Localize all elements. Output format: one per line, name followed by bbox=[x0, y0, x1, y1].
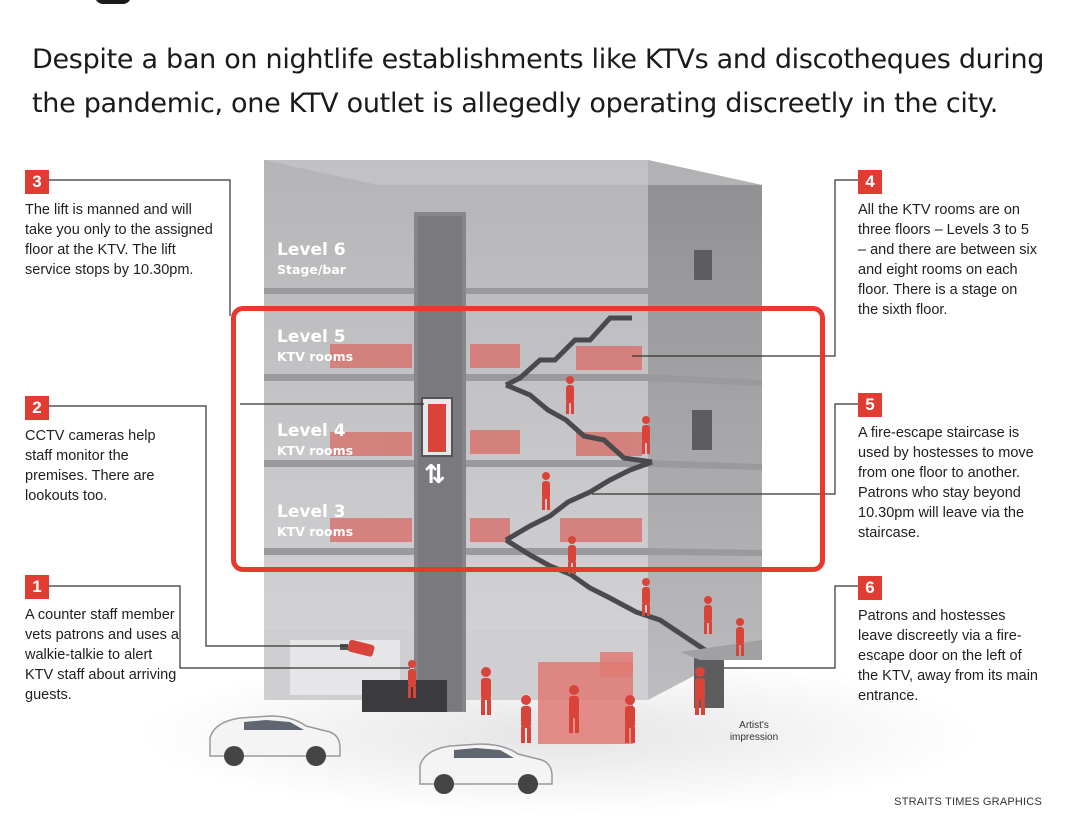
highlight-box-ktv-levels bbox=[231, 306, 825, 572]
callout-5-text: A fire-escape staircase is used by hoste… bbox=[858, 425, 1034, 541]
callout-6-number: 6 bbox=[858, 576, 882, 600]
callout-1-number: 1 bbox=[25, 575, 49, 599]
level-5-label: Level 5 KTV rooms bbox=[277, 327, 353, 367]
callout-2: 2 CCTV cameras help staff monitor the pr… bbox=[25, 396, 180, 506]
level-3-label: Level 3 KTV rooms bbox=[277, 502, 353, 542]
intro-text: Despite a ban on nightlife establishment… bbox=[32, 44, 1045, 119]
level-5-sub: KTV rooms bbox=[277, 349, 354, 364]
callout-1-text: A counter staff member vets patrons and … bbox=[25, 607, 179, 703]
callout-3-number: 3 bbox=[25, 170, 49, 194]
graphics-credit: STRAITS TIMES GRAPHICS bbox=[894, 796, 1042, 808]
callout-2-text: CCTV cameras help staff monitor the prem… bbox=[25, 428, 156, 504]
person-figure-icon bbox=[408, 376, 744, 743]
level-3-name: Level 3 bbox=[277, 502, 346, 522]
callout-5: 5 A fire-escape staircase is used by hos… bbox=[858, 393, 1048, 543]
level-6-label: Level 6 Stage/bar bbox=[277, 240, 346, 280]
level-4-name: Level 4 bbox=[277, 421, 346, 441]
callout-6-text: Patrons and hostesses leave discreetly v… bbox=[858, 608, 1038, 704]
car-icon bbox=[419, 743, 553, 794]
callout-3: 3 The lift is manned and will take you o… bbox=[25, 170, 215, 280]
level-5-name: Level 5 bbox=[277, 327, 346, 347]
callout-1: 1 A counter staff member vets patrons an… bbox=[25, 575, 180, 705]
lift-arrows-icon: ⇅ bbox=[424, 460, 446, 490]
callout-4: 4 All the KTV rooms are on three floors … bbox=[858, 170, 1038, 320]
callout-4-text: All the KTV rooms are on three floors – … bbox=[858, 202, 1037, 318]
level-3-sub: KTV rooms bbox=[277, 524, 354, 539]
level-6-sub: Stage/bar bbox=[277, 262, 346, 277]
callout-2-number: 2 bbox=[25, 396, 49, 420]
callout-4-number: 4 bbox=[858, 170, 882, 194]
level-4-label: Level 4 KTV rooms bbox=[277, 421, 353, 461]
level-4-sub: KTV rooms bbox=[277, 443, 354, 458]
artist-impression-note: Artist's impression bbox=[729, 720, 779, 743]
cctv-camera-icon bbox=[340, 639, 375, 657]
callout-5-number: 5 bbox=[858, 393, 882, 417]
car-icon bbox=[209, 715, 341, 766]
cropped-heading-fragment bbox=[95, 0, 131, 4]
callout-3-text: The lift is manned and will take you onl… bbox=[25, 202, 213, 278]
callout-6: 6 Patrons and hostesses leave discreetly… bbox=[858, 576, 1038, 706]
level-6-name: Level 6 bbox=[277, 240, 346, 260]
